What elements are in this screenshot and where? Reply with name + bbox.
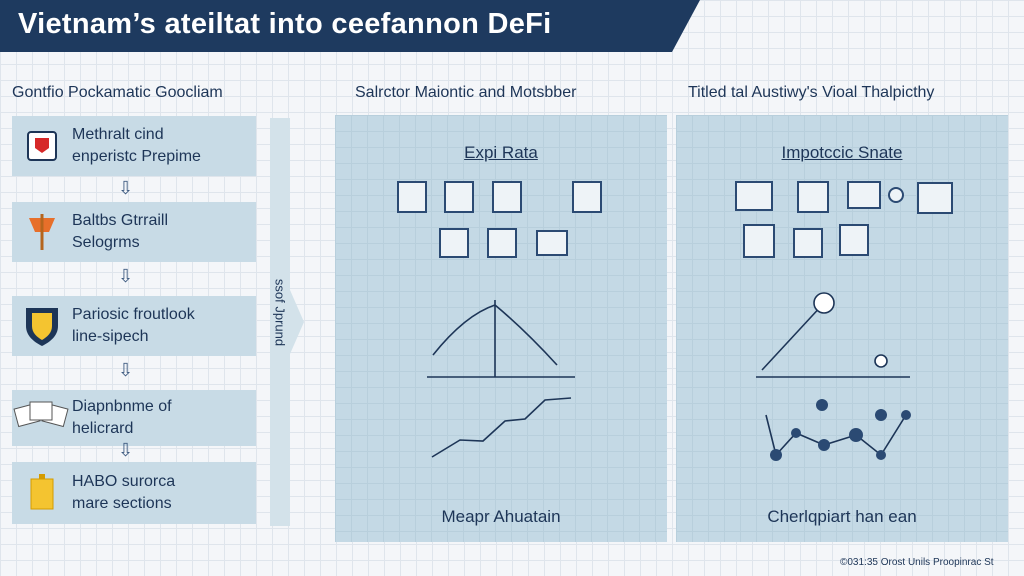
node-icon: [813, 292, 835, 314]
monitor-icon: [847, 181, 881, 209]
step-title: HABO surorca: [72, 473, 176, 490]
document-icon: [797, 181, 829, 213]
arrow-down-icon: ⇩: [118, 266, 134, 286]
title-banner: [0, 0, 700, 52]
right-panel-illustration: [735, 181, 953, 461]
step-box: Diapnbnme of helicrard: [12, 390, 256, 446]
crest-shield-icon: [12, 304, 72, 348]
middle-panel-illustration: [397, 181, 602, 458]
page-title: Vietnam’s ateiltat into ceefannon DeFi: [18, 8, 552, 40]
step-title: Pariosic froutlook: [72, 306, 195, 323]
side-bracket-bar: [270, 118, 290, 526]
step-title: Baltbs Gtrraill: [72, 212, 169, 229]
step-title: Methralt cind: [72, 126, 164, 143]
step-subtitle: helicrard: [72, 420, 134, 437]
document-icon: [444, 181, 474, 213]
documents-icon: [12, 398, 72, 438]
node-icon: [874, 354, 888, 368]
column-heading-right: Titled tal Austiwy's Vioal Thalpicthy: [688, 84, 935, 101]
document-icon: [492, 181, 522, 213]
right-panel: Impotccic Snate Cherlqpiart han ean: [676, 115, 1008, 542]
document-icon: [487, 228, 517, 258]
step-title: Diapnbnme of: [72, 398, 172, 415]
arrow-down-icon: ⇩: [118, 440, 134, 460]
document-icon: [743, 224, 775, 258]
step-box: HABO surorca mare sections: [12, 462, 256, 524]
document-icon: [397, 181, 427, 213]
document-icon: [439, 228, 469, 258]
column-heading-left: Gontfio Pockamatic Goocliam: [12, 84, 223, 101]
footer-credit: ©031:35 Orost Unils Proopinrac St: [840, 557, 994, 568]
side-bracket-arrow-icon: [290, 290, 304, 354]
chart-curve: [432, 304, 558, 366]
step-box: Methralt cind enperistc Prepime: [12, 116, 256, 176]
monitor-icon: [735, 181, 773, 211]
document-icon: [793, 228, 823, 258]
document-icon: [536, 230, 568, 256]
step-box: Pariosic froutlook line-sipech: [12, 296, 256, 356]
flag-orange-icon: [12, 212, 72, 252]
trend-line: [761, 302, 825, 371]
step-subtitle: line-sipech: [72, 328, 149, 345]
banner-yellow-icon: [12, 473, 72, 513]
step-line: [431, 397, 572, 458]
shield-red-icon: [12, 129, 72, 163]
middle-panel: Expi Rata Meapr Ahuatain: [335, 115, 667, 542]
arrow-down-icon: ⇩: [118, 178, 134, 198]
right-panel-title: Impotccic Snate: [781, 143, 903, 162]
column-heading-middle: Salrctor Maiontic and Motsbber: [355, 84, 577, 101]
middle-panel-title: Expi Rata: [464, 143, 538, 162]
arrow-down-icon: ⇩: [118, 360, 134, 380]
middle-panel-footer: Meapr Ahuatain: [441, 507, 561, 526]
step-subtitle: enperistc Prepime: [72, 148, 201, 165]
edit-icon: [917, 182, 953, 214]
document-icon: [839, 224, 869, 256]
document-icon: [572, 181, 602, 213]
right-panel-footer: Cherlqpiart han ean: [767, 507, 917, 526]
camera-icon: [888, 187, 904, 203]
side-bracket-label: ssof Jprund: [272, 278, 288, 347]
step-subtitle: mare sections: [72, 495, 172, 512]
network-line: [765, 414, 907, 457]
step-subtitle: Selogrms: [72, 234, 140, 251]
